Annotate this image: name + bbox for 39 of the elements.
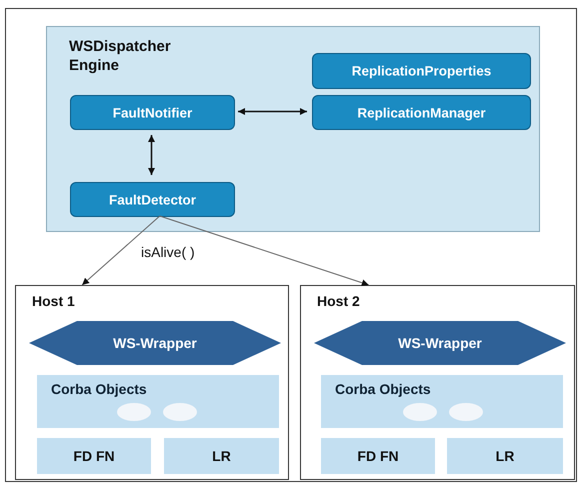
component-label: ReplicationManager bbox=[356, 105, 487, 120]
arrow bbox=[148, 135, 155, 175]
component-label: ReplicationProperties bbox=[350, 64, 492, 78]
object-oval bbox=[117, 403, 151, 421]
wrapper-hexagon bbox=[314, 321, 566, 365]
component-box bbox=[312, 95, 531, 130]
component-label: FaultNotifier bbox=[112, 105, 194, 120]
object-oval bbox=[403, 403, 437, 421]
wrapper-hexagon bbox=[29, 321, 281, 365]
object-oval bbox=[163, 403, 197, 421]
wrapper-label: WS-Wrapper bbox=[397, 335, 483, 351]
object-oval bbox=[449, 403, 483, 421]
component-box bbox=[70, 95, 235, 130]
layer-label: Corba Objects bbox=[51, 381, 147, 397]
host-box bbox=[15, 285, 289, 480]
host-box bbox=[300, 285, 575, 480]
layer-band bbox=[321, 438, 435, 474]
component-box bbox=[312, 53, 531, 89]
layer-label: LR bbox=[494, 448, 516, 464]
host-title: Host 1 bbox=[32, 293, 75, 309]
layer-label: FD FN bbox=[356, 448, 400, 464]
arrow bbox=[159, 216, 370, 286]
layer-band bbox=[447, 438, 563, 474]
component-box bbox=[70, 182, 235, 217]
engine-panel bbox=[46, 26, 540, 232]
layer-band bbox=[37, 438, 151, 474]
arrow bbox=[238, 108, 307, 115]
host-title: Host 2 bbox=[317, 293, 360, 309]
wrapper-label: WS-Wrapper bbox=[112, 335, 198, 351]
layer-label: FD FN bbox=[72, 448, 116, 464]
layer-label: Corba Objects bbox=[335, 381, 431, 397]
layer-label: LR bbox=[211, 448, 232, 464]
layer-band bbox=[37, 375, 279, 428]
arrow bbox=[82, 216, 160, 286]
component-label: FaultDetector bbox=[108, 192, 197, 207]
engine-title: WSDispatcher Engine bbox=[69, 37, 172, 75]
layer-band bbox=[321, 375, 563, 428]
edge-label: isAlive( ) bbox=[139, 244, 197, 260]
layer-band bbox=[164, 438, 279, 474]
